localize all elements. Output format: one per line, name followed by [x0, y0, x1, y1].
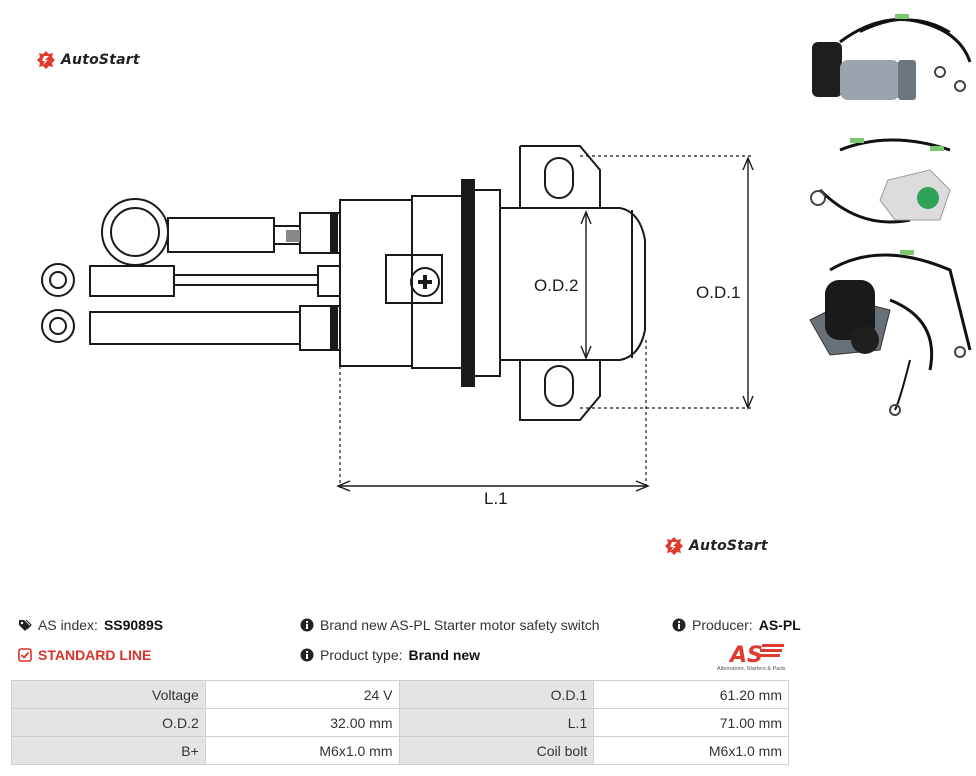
spec-value: 61.20 mm [593, 680, 789, 709]
thumbnail-1[interactable] [800, 2, 976, 112]
product-type-value: Brand new [408, 647, 481, 663]
spec-table: Voltage 24 V O.D.1 61.20 mm O.D.2 32.00 … [11, 680, 789, 765]
autostart-logo-text: AutoStart [689, 538, 768, 554]
info-circle-icon [300, 618, 314, 632]
label-od1: O.D.1 [696, 283, 740, 302]
as-pl-logo-text: AS [728, 643, 763, 668]
technical-drawing: AutoStart [36, 50, 768, 556]
spec-value: M6x1.0 mm [204, 736, 400, 765]
producer: Producer: AS-PL [672, 617, 801, 633]
spec-label: Coil bolt [398, 736, 595, 765]
spec-label: L.1 [398, 708, 595, 737]
table-row: B+ M6x1.0 mm Coil bolt M6x1.0 mm [11, 736, 789, 765]
as-index: AS index: SS9089S [18, 617, 163, 633]
product-type: Product type: Brand new [300, 647, 480, 663]
as-index-value[interactable]: SS9089S [103, 617, 164, 633]
tags-icon [19, 619, 32, 631]
standard-line-badge: STANDARD LINE [18, 647, 151, 663]
spec-label: O.D.2 [11, 708, 206, 737]
spec-value: M6x1.0 mm [593, 736, 789, 765]
producer-label: Producer: [692, 617, 753, 633]
product-info: AS index: SS9089S STANDARD LINE Brand ne… [0, 612, 801, 676]
spec-value: 32.00 mm [204, 708, 400, 737]
autostart-logo-text: AutoStart [61, 52, 140, 68]
spec-value: 24 V [204, 680, 400, 709]
autostart-logo-top: AutoStart [36, 50, 140, 70]
autostart-logo-bottom: AutoStart [664, 536, 768, 556]
spec-label: O.D.1 [398, 680, 595, 709]
info-circle-icon [672, 618, 686, 632]
product-description: Brand new AS-PL Starter motor safety swi… [300, 617, 600, 633]
check-square-icon [18, 648, 32, 662]
thumbnail-2[interactable] [800, 120, 976, 230]
table-row: O.D.2 32.00 mm L.1 71.00 mm [11, 708, 789, 737]
product-type-label: Product type: [320, 647, 403, 663]
autostart-logo-icon [37, 51, 55, 69]
as-index-label: AS index: [38, 617, 98, 633]
autostart-logo-icon [665, 537, 683, 555]
thumbnail-3[interactable] [800, 240, 976, 420]
producer-value: AS-PL [758, 617, 801, 633]
info-circle-icon [300, 648, 314, 662]
label-od2: O.D.2 [534, 276, 578, 295]
description-text: Brand new AS-PL Starter motor safety swi… [320, 617, 600, 633]
table-row: Voltage 24 V O.D.1 61.20 mm [11, 680, 789, 709]
standard-line-text: STANDARD LINE [38, 647, 152, 663]
solenoid-diagram: O.D.2 O.D.1 L.1 [41, 145, 754, 508]
spec-label: Voltage [11, 680, 206, 709]
spec-value: 71.00 mm [593, 708, 789, 737]
spec-label: B+ [11, 736, 206, 765]
as-pl-tagline: Alternators, Starters & Parts [717, 666, 786, 672]
as-pl-logo: AS Alternators, Starters & Parts [716, 640, 802, 672]
label-l1: L.1 [484, 489, 508, 508]
